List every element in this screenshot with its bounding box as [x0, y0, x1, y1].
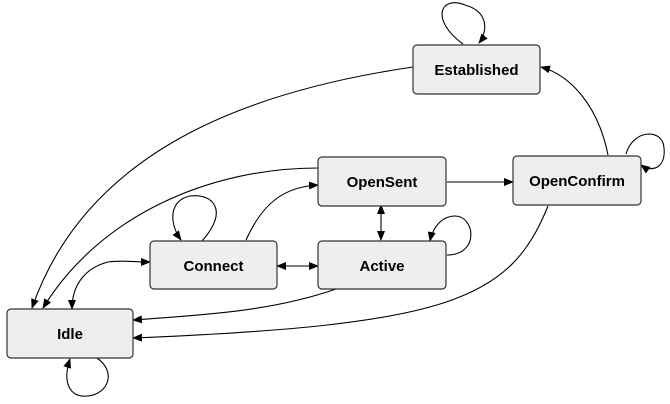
- state-label-connect: Connect: [184, 258, 244, 275]
- edge-idle-self-loop: [63, 357, 109, 397]
- edge-connect-self-loop: [172, 195, 217, 242]
- edge-idle-to-connect: [107, 257, 151, 266]
- state-openconfirm: OpenConfirm: [512, 155, 642, 206]
- edge-openconfirm-to-idle: [132, 205, 549, 342]
- edge-connect-to-opensent: [245, 181, 319, 241]
- state-active: Active: [317, 240, 447, 290]
- state-label-opensent: OpenSent: [347, 174, 418, 191]
- edge-connect-to-idle: [68, 261, 109, 310]
- state-label-established: Established: [434, 62, 518, 79]
- state-label-idle: Idle: [57, 326, 83, 343]
- state-label-active: Active: [359, 258, 404, 275]
- state-opensent: OpenSent: [317, 156, 447, 207]
- edge-active-to-idle: [132, 288, 337, 324]
- edge-opensent-to-idle: [42, 167, 319, 309]
- edge-established-to-idle: [31, 66, 414, 309]
- state-idle: Idle: [6, 308, 134, 359]
- edge-openconfirm-self-loop: [625, 133, 665, 174]
- edge-established-self-loop: [441, 2, 488, 45]
- edges: [31, 2, 665, 397]
- state-label-openconfirm: OpenConfirm: [529, 173, 625, 190]
- state-established: Established: [412, 44, 541, 95]
- state-connect: Connect: [149, 240, 278, 290]
- edge-openconfirm-to-established: [540, 65, 609, 156]
- edge-active-self-loop: [427, 215, 472, 256]
